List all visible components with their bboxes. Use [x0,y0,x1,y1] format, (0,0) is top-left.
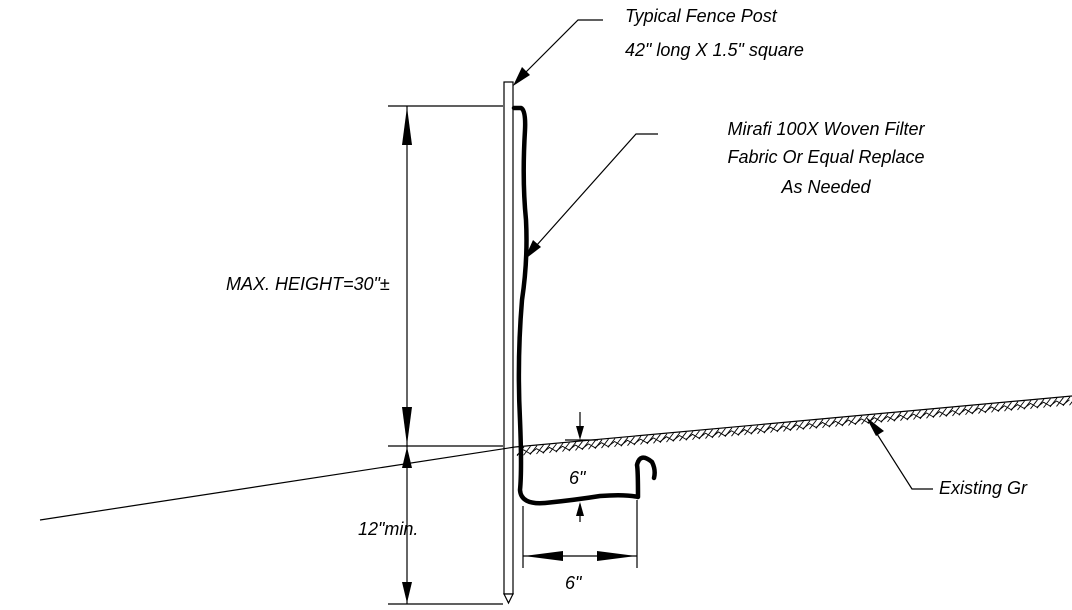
hatch-mark [978,404,986,414]
hatch-mark [679,431,687,442]
dim-depth-arrow-top [576,426,584,440]
hatch-mark [562,442,570,452]
leader-grade [869,422,933,490]
hatch-mark [1004,401,1012,412]
hatch-mark [1069,401,1072,406]
hatch-mark [601,438,609,449]
leader-post [515,19,603,83]
post-size-label: 42" long X 1.5" square [625,40,804,60]
hatch-mark [1017,400,1025,411]
hatch-mark [991,403,999,413]
existing-grade-label: Existing Gr [939,478,1028,498]
hatch-mark [744,425,752,436]
hatch-mark [952,406,960,417]
hatch-mark [913,410,921,420]
hatch-mark [835,417,843,427]
filter-fabric [511,105,657,506]
hatch-mark [692,430,700,441]
dim-arrow-embed-top [402,447,412,468]
fence-post [503,81,514,595]
hatch-mark [549,443,557,454]
dim-arrow-embed-bottom [402,582,412,603]
dim-width-arrow-left [524,551,563,561]
fabric-label-line1: Mirafi 100X Woven Filter [727,119,925,139]
hatch-mark [1056,397,1064,407]
hatch-mark [536,444,544,455]
hatch-mark [640,435,648,445]
ground-line-left [39,446,516,521]
max-height-label: MAX. HEIGHT=30"± [226,274,390,294]
hatch-mark [523,445,531,456]
hatch-zigzag [516,399,1070,456]
hatch-mark [770,423,778,433]
hatch-mark [874,413,882,424]
hatch-mark [627,436,635,446]
hatch-mark [757,424,765,435]
hatch-mark [653,434,661,444]
hatch-mark [666,432,674,443]
hatch-mark [965,405,973,416]
hatch-mark [705,429,713,439]
hatch-mark [588,439,596,450]
ground-line-right [514,395,1072,448]
hatch-mark [848,416,856,426]
hatch-mark [614,437,622,448]
hatch-mark [783,422,791,432]
embed-min-label: 12"min. [358,519,418,539]
fence-post-tip [503,593,514,605]
hatch-mark [718,428,726,438]
leader-post-arrow [513,67,530,86]
hatch-mark [939,407,947,418]
hatch-mark [900,411,908,421]
dim-width-arrow-right [597,551,636,561]
hatch-mark [1043,398,1051,408]
hatch-mark [575,441,583,451]
dim-arrow-height-top [402,107,412,145]
hatch-mark [796,420,804,431]
trench-width-label: 6" [565,573,583,593]
fabric-label-line2: Fabric Or Equal Replace [727,147,924,167]
hatch-mark [1030,399,1038,410]
ground-hatch [516,396,1072,457]
post-title-label: Typical Fence Post [625,6,778,26]
hatch-mark [887,412,895,423]
leader-fabric-arrow [524,240,541,260]
dim-depth-arrow-bottom [576,502,584,516]
hatch-mark [731,426,739,437]
fabric-label-line3: As Needed [780,177,871,197]
hatch-mark [926,409,934,419]
hatch-mark [822,418,830,429]
dim-arrow-height-bottom [402,407,412,445]
hatch-mark [861,414,869,425]
trench-depth-label: 6" [569,468,587,488]
leader-fabric [527,133,658,256]
hatch-mark [809,419,817,430]
leader-grade-arrow [866,417,884,436]
